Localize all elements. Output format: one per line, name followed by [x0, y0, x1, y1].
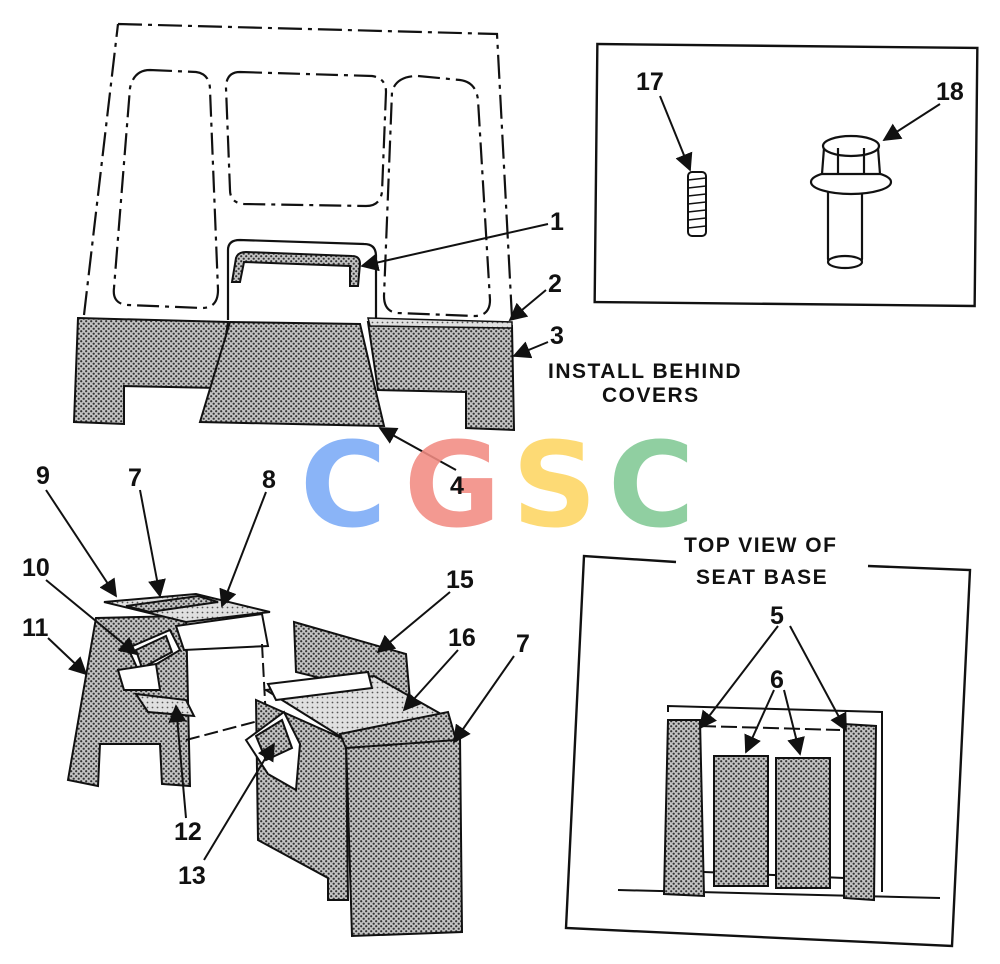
flange-bolt-part-18 — [809, 134, 893, 270]
leader-18 — [882, 103, 941, 141]
callout-10: 10 — [22, 554, 50, 582]
right-cover-pad-part-3 — [366, 320, 516, 432]
right-seat-base — [244, 620, 464, 938]
callout-2: 2 — [548, 270, 562, 298]
front-view — [82, 22, 514, 320]
callout-17: 17 — [636, 68, 664, 96]
leader-17 — [659, 95, 693, 172]
leader-8 — [219, 491, 267, 608]
callout-3: 3 — [550, 322, 564, 350]
center-cover-pad-part-4 — [198, 320, 386, 428]
callout-numbers: 1 2 3 4 5 6 7 7 8 9 10 11 12 13 15 16 17… — [22, 68, 964, 890]
callout-9: 9 — [36, 462, 50, 490]
callout-15: 15 — [446, 566, 474, 594]
watermark-letter-g: G — [404, 416, 501, 554]
leader-5b — [789, 625, 847, 732]
callout-4: 4 — [450, 472, 464, 500]
install-note-line1: INSTALL BEHIND — [548, 360, 742, 383]
notes: INSTALL BEHIND COVERS TOP VIEW OF SEAT B… — [548, 360, 837, 589]
leader-7b — [452, 655, 515, 744]
top-view-title-line1: TOP VIEW OF — [684, 534, 837, 557]
callout-13: 13 — [178, 862, 206, 890]
watermark-letter-c1: C — [300, 416, 387, 554]
leader-12 — [168, 704, 187, 819]
set-screw-part-17 — [687, 171, 707, 237]
leader-13 — [203, 742, 275, 861]
left-window — [112, 68, 220, 310]
leader-3 — [512, 341, 549, 359]
leader-4 — [378, 427, 457, 471]
callout-12: 12 — [174, 818, 202, 846]
leader-6b — [783, 689, 805, 756]
top-view-box — [564, 554, 972, 948]
leader-5a — [698, 625, 779, 730]
leader-2 — [508, 289, 547, 322]
fastener-box — [593, 42, 979, 308]
callout-18: 18 — [936, 78, 964, 106]
center-window — [224, 70, 388, 208]
top-view-seat-base — [617, 704, 941, 902]
callout-8: 8 — [262, 466, 276, 494]
top-view-title-line2: SEAT BASE — [696, 566, 828, 589]
install-note-line2: COVERS — [602, 384, 700, 407]
cgsc-watermark: C G S C — [300, 416, 695, 554]
cover-strip-part-2 — [367, 317, 513, 329]
left-seat-base — [66, 592, 271, 788]
callout-16: 16 — [448, 624, 476, 652]
callout-7a: 7 — [128, 464, 142, 492]
watermark-letter-c2: C — [608, 416, 695, 554]
callout-5: 5 — [770, 602, 784, 630]
left-cover-pad — [72, 316, 230, 426]
callout-6: 6 — [770, 666, 784, 694]
callout-11: 11 — [22, 614, 49, 642]
leader-15 — [376, 591, 451, 654]
leader-11 — [47, 637, 88, 676]
leader-10 — [45, 579, 138, 656]
callout-7b: 7 — [516, 630, 530, 658]
leader-6a — [744, 689, 775, 754]
lower-opening — [226, 238, 378, 320]
leader-7a — [139, 489, 166, 598]
leader-1 — [360, 223, 549, 272]
phantom-outline — [82, 22, 514, 319]
handle-part-1 — [230, 250, 362, 287]
watermark-letter-s: S — [512, 416, 597, 554]
leader-16 — [402, 649, 459, 712]
leader-9 — [45, 489, 117, 598]
callout-1: 1 — [550, 208, 564, 236]
right-window — [382, 74, 492, 318]
